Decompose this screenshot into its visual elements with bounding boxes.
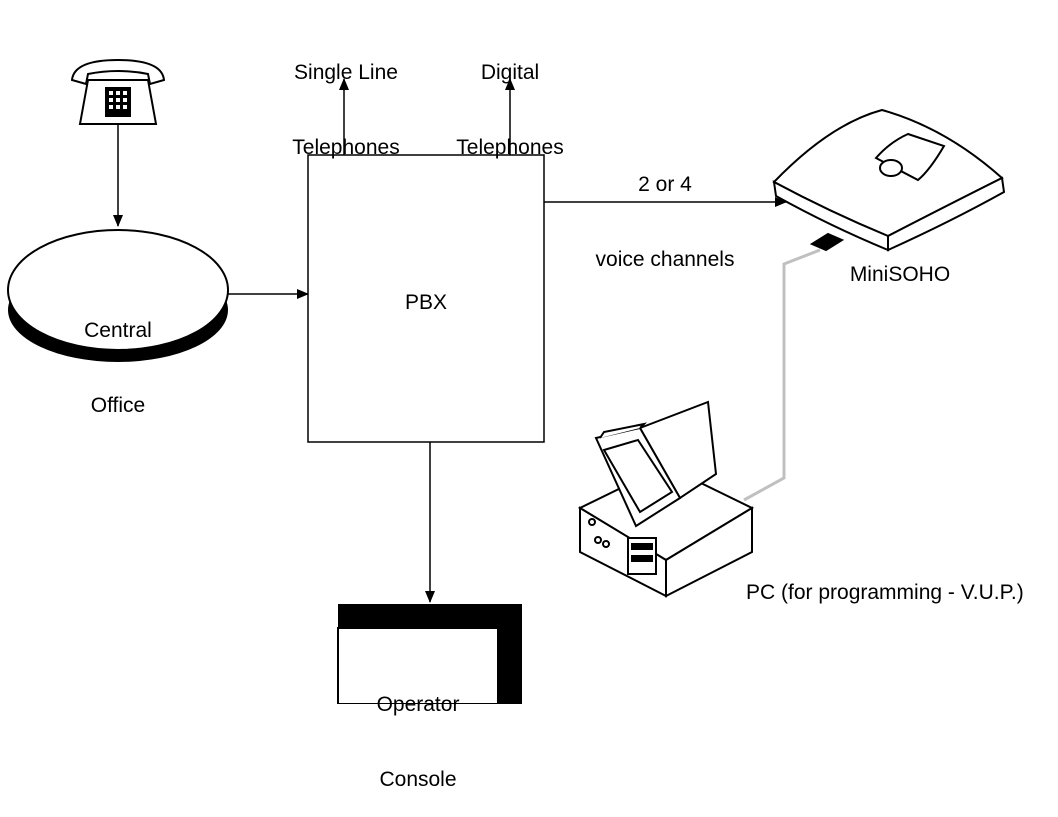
minisoho-device-icon <box>772 108 1006 252</box>
single-line-label-line1: Single Line <box>294 61 398 84</box>
network-diagram <box>7 58 1006 704</box>
pc-cable <box>743 248 821 502</box>
voice-channels-line2: voice channels <box>595 248 735 271</box>
digital-label-line1: Digital <box>480 61 540 84</box>
operator-label-line1: Operator <box>376 693 460 716</box>
operator-label-line2: Console <box>379 768 457 791</box>
digital-telephones-label: Digital Telephones <box>440 10 580 185</box>
single-line-telephones-label: Single Line Telephones <box>276 10 416 185</box>
pbx-label: PBX <box>404 291 448 314</box>
single-line-label-line2: Telephones <box>292 136 400 159</box>
central-office-shape <box>7 229 229 362</box>
digital-label-line2: Telephones <box>456 136 564 159</box>
operator-console-shape <box>337 604 522 704</box>
telephone-icon <box>70 58 166 125</box>
central-office-line1: Central <box>84 319 152 342</box>
pc-computer-icon <box>577 400 755 598</box>
central-office-line2: Office <box>90 394 146 417</box>
operator-console-label: Operator Console <box>338 642 498 817</box>
pbx-box <box>307 154 545 443</box>
minisoho-label: MiniSOHO <box>849 263 951 286</box>
voice-channels-label: 2 or 4 voice channels <box>570 122 760 297</box>
voice-channels-line1: 2 or 4 <box>638 173 692 196</box>
central-office-label: Central Office <box>58 268 178 443</box>
pc-label: PC (for programming - V.U.P.) <box>746 581 1024 604</box>
